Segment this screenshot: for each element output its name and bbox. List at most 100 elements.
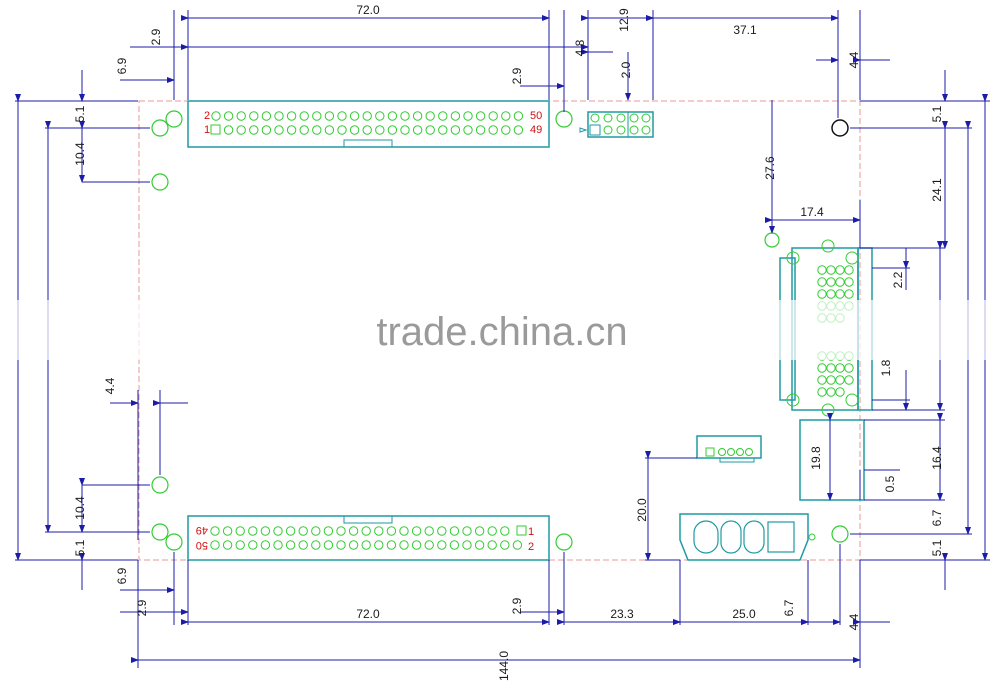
pin xyxy=(299,125,309,135)
pin xyxy=(285,526,296,536)
dim-right-67: 6.7 xyxy=(930,509,944,526)
small-pin-connector xyxy=(579,111,654,138)
pin xyxy=(438,125,448,135)
pin xyxy=(826,265,836,275)
pin xyxy=(835,277,845,287)
pin xyxy=(844,265,854,275)
pin xyxy=(236,111,246,121)
pin xyxy=(348,526,359,536)
pin xyxy=(450,111,461,121)
pin xyxy=(475,111,486,121)
dim-right-164: 16.4 xyxy=(930,446,944,470)
dim-top-conn-offset: 2.0 xyxy=(619,61,633,78)
pin xyxy=(488,111,498,121)
pin xyxy=(512,540,523,550)
pin xyxy=(362,111,372,121)
pin xyxy=(375,125,385,135)
dim-left-44: 4.4 xyxy=(103,377,117,394)
pin xyxy=(337,111,347,121)
pin xyxy=(236,125,246,135)
pin xyxy=(273,526,283,536)
pin xyxy=(349,125,360,135)
pin xyxy=(312,125,322,135)
pin xyxy=(249,125,259,135)
dim-bottom-29-left: 2.9 xyxy=(135,599,149,616)
pin xyxy=(374,526,384,536)
pin xyxy=(249,111,259,121)
dim-top-header-right-edge: 2.9 xyxy=(510,67,524,84)
pin xyxy=(826,387,836,397)
pin xyxy=(817,289,827,299)
pin xyxy=(463,125,473,135)
pin xyxy=(450,125,461,135)
pin xyxy=(475,125,486,135)
top-header-connector xyxy=(187,100,550,148)
dim-right-241: 24.1 xyxy=(930,178,944,202)
top-pin-label-2: 2 xyxy=(204,110,210,122)
pin xyxy=(375,111,385,121)
dim-top-header-len: 72.0 xyxy=(356,3,380,17)
dim-left-69-bottom: 6.9 xyxy=(115,567,129,584)
dim-right-18: 1.8 xyxy=(879,359,893,376)
five-pin-header xyxy=(696,435,762,463)
dim-right-22: 2.2 xyxy=(891,271,905,288)
pin xyxy=(438,111,448,121)
pin xyxy=(211,111,221,121)
pin xyxy=(386,540,397,550)
dim-top-conn-width: 12.9 xyxy=(617,8,631,32)
pin xyxy=(361,540,371,550)
pin xyxy=(324,111,335,121)
watermark: trade.china.cn xyxy=(376,310,627,354)
pin xyxy=(817,375,827,385)
pin xyxy=(374,540,384,550)
pin xyxy=(387,125,398,135)
pin xyxy=(817,387,827,397)
pin xyxy=(411,540,422,550)
pin xyxy=(488,125,498,135)
pin xyxy=(474,526,485,536)
dim-bottom-header-len: 72.0 xyxy=(356,607,380,621)
pin xyxy=(817,277,827,287)
pin xyxy=(835,387,845,397)
pin xyxy=(425,111,435,121)
pin xyxy=(400,125,410,135)
pin xyxy=(513,111,524,121)
pin xyxy=(449,540,460,550)
pin xyxy=(235,526,245,536)
pin xyxy=(844,277,854,287)
pin xyxy=(362,125,372,135)
pin xyxy=(462,540,472,550)
watermark-band xyxy=(0,300,1000,360)
pin xyxy=(286,111,297,121)
top-pin-label-50: 50 xyxy=(530,110,542,122)
pin xyxy=(311,540,321,550)
pin xyxy=(286,125,297,135)
bottom-pin-label-2: 2 xyxy=(528,541,534,553)
pin xyxy=(273,540,283,550)
pin xyxy=(210,540,220,550)
pin xyxy=(336,526,346,536)
dim-top-right-hole: 4.4 xyxy=(847,51,861,68)
bottom-pin-label-1: 1 xyxy=(528,526,534,538)
pin xyxy=(412,125,423,135)
pin xyxy=(274,125,284,135)
pin xyxy=(324,125,335,135)
pin xyxy=(826,375,836,385)
pin xyxy=(826,277,836,287)
pin xyxy=(844,375,854,385)
pin xyxy=(437,526,447,536)
pin xyxy=(462,526,472,536)
dimension-lines xyxy=(15,10,990,668)
pin xyxy=(463,111,473,121)
pin xyxy=(826,289,836,299)
pin xyxy=(449,526,460,536)
pin xyxy=(260,526,271,536)
dim-left-104-top: 10.4 xyxy=(73,142,87,166)
pin xyxy=(412,111,423,121)
dim-bottom-44: 4.4 xyxy=(847,613,861,630)
pin xyxy=(835,265,845,275)
dim-bottom-29-right: 2.9 xyxy=(510,597,524,614)
pin xyxy=(399,540,409,550)
dim-right-51-bottom: 5.1 xyxy=(930,539,944,556)
